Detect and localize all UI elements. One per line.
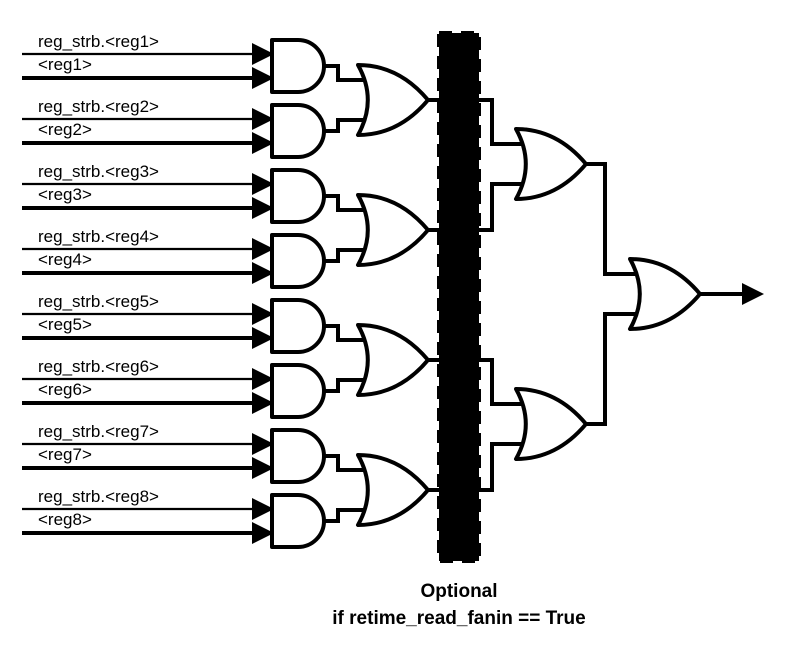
input-strobe-label-2: reg_strb.<reg2> [38, 97, 159, 116]
and-gates-group [270, 38, 326, 549]
input-data-arrow-5 [252, 327, 274, 349]
input-strobe-arrow-2 [252, 108, 274, 130]
and-gate-4 [270, 233, 326, 289]
input-data-arrow-3 [252, 197, 274, 219]
and-gate-3 [270, 168, 326, 224]
input-strobe-arrow-6 [252, 368, 274, 390]
input-data-label-4: <reg4> [38, 250, 92, 269]
or-gate-stage1-4 [356, 453, 430, 527]
input-strobe-label-6: reg_strb.<reg6> [38, 357, 159, 376]
input-row-6: reg_strb.<reg6> <reg6> [22, 357, 274, 414]
or2-to-or3-wire-2 [584, 312, 646, 426]
input-strobe-label-1: reg_strb.<reg1> [38, 32, 159, 51]
or-gate-stage1-2 [356, 193, 430, 267]
input-row-7: reg_strb.<reg7> <reg7> [22, 422, 274, 479]
and-gate-8 [270, 493, 326, 549]
input-strobe-label-4: reg_strb.<reg4> [38, 227, 159, 246]
final-output-arrow [742, 283, 764, 305]
input-strobe-label-8: reg_strb.<reg8> [38, 487, 159, 506]
input-data-label-7: <reg7> [38, 445, 92, 464]
or-gate-stage1-1 [356, 63, 430, 137]
or2-to-or3-wire-1 [584, 162, 646, 276]
or-stage3-group [584, 162, 764, 426]
input-row-4: reg_strb.<reg4> <reg4> [22, 227, 274, 284]
and-to-or1-wire-7 [322, 454, 374, 472]
input-strobe-label-3: reg_strb.<reg3> [38, 162, 159, 181]
and-to-or1-wire-2 [322, 118, 374, 133]
or-stage2-2 [477, 358, 588, 492]
input-data-label-6: <reg6> [38, 380, 92, 399]
input-strobe-arrow-4 [252, 238, 274, 260]
and-gate-6 [270, 363, 326, 419]
or-stage2-group [477, 98, 588, 492]
optional-caption-line1: Optional [420, 581, 497, 602]
input-data-arrow-4 [252, 262, 274, 284]
input-row-2: reg_strb.<reg2> <reg2> [22, 97, 274, 154]
input-strobe-arrow-8 [252, 498, 274, 520]
and-to-or1-wire-1 [322, 64, 374, 82]
input-strobe-arrow-7 [252, 433, 274, 455]
or-gate-stage2-1 [514, 127, 588, 201]
and-to-or1-wire-5 [322, 324, 374, 342]
or1-to-or2-wire-4 [477, 442, 532, 492]
and-gate-5 [270, 298, 326, 354]
or-stage1-group [322, 63, 481, 527]
input-row-5: reg_strb.<reg5> <reg5> [22, 292, 274, 349]
input-data-label-8: <reg8> [38, 510, 92, 529]
input-row-8: reg_strb.<reg8> <reg8> [22, 487, 274, 544]
input-strobe-arrow-1 [252, 43, 274, 65]
input-data-arrow-6 [252, 392, 274, 414]
input-data-label-3: <reg3> [38, 185, 92, 204]
or-stage1-3 [322, 323, 481, 397]
input-data-arrow-7 [252, 457, 274, 479]
input-data-label-2: <reg2> [38, 120, 92, 139]
or-gate-stage2-2 [514, 387, 588, 461]
or1-to-or2-wire-3 [477, 358, 532, 406]
or1-to-or2-wire-2 [477, 182, 532, 232]
or-gate-stage3-1 [628, 257, 702, 331]
and-gate-2 [270, 103, 326, 159]
optional-region-box [437, 31, 481, 563]
or-stage2-1 [477, 98, 588, 232]
or-stage1-4 [322, 453, 481, 527]
and-gate-7 [270, 428, 326, 484]
input-data-label-5: <reg5> [38, 315, 92, 334]
and-gate-1 [270, 38, 326, 94]
input-data-arrow-2 [252, 132, 274, 154]
or-gate-stage1-3 [356, 323, 430, 397]
input-row-3: reg_strb.<reg3> <reg3> [22, 162, 274, 219]
input-data-arrow-8 [252, 522, 274, 544]
input-data-arrow-1 [252, 67, 274, 89]
input-strobe-arrow-3 [252, 173, 274, 195]
and-to-or1-wire-8 [322, 508, 374, 523]
input-strobe-arrow-5 [252, 303, 274, 325]
or-stage1-2 [322, 193, 481, 267]
input-row-1: reg_strb.<reg1> <reg1> [22, 32, 274, 89]
and-to-or1-wire-4 [322, 248, 374, 263]
input-data-label-1: <reg1> [38, 55, 92, 74]
or1-to-or2-wire-1 [477, 98, 532, 146]
optional-retime-region [437, 31, 481, 563]
and-to-or1-wire-6 [322, 378, 374, 393]
input-strobe-label-7: reg_strb.<reg7> [38, 422, 159, 441]
input-rows-group: reg_strb.<reg1> <reg1> reg_strb.<reg2> <reg… [22, 32, 274, 544]
and-to-or1-wire-3 [322, 194, 374, 212]
or-stage1-1 [322, 63, 481, 137]
optional-caption-line2: if retime_read_fanin == True [332, 608, 585, 629]
input-strobe-label-5: reg_strb.<reg5> [38, 292, 159, 311]
